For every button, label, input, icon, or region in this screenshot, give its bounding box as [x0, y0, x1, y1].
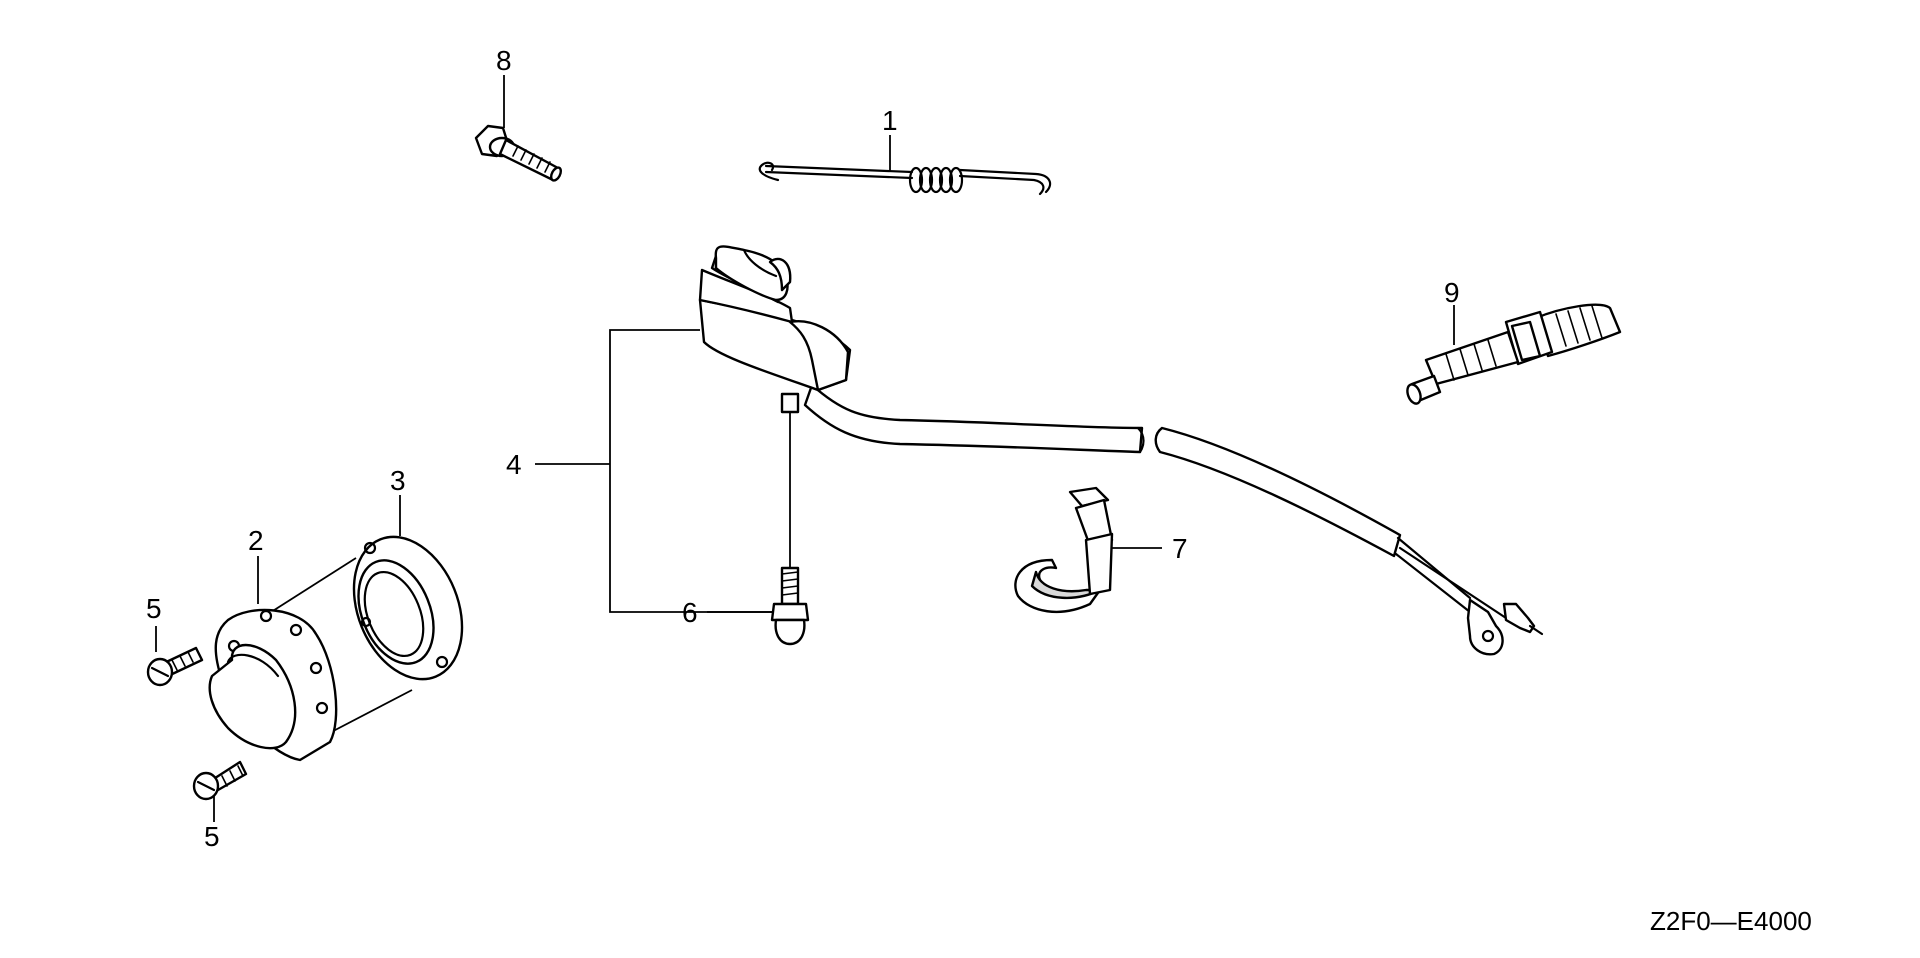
- part-9-sensor: [1406, 303, 1622, 405]
- callout-6: 6: [682, 597, 698, 628]
- part-4-switch-assembly: [535, 245, 1544, 656]
- part-5-screw-a: [146, 626, 204, 687]
- part-1-spring: [758, 135, 1052, 196]
- part-6-screw: [707, 566, 810, 646]
- part-2-cover: [208, 556, 413, 762]
- callout-5a: 5: [146, 593, 162, 624]
- diagram-code: Z2F0—E4000: [1650, 906, 1812, 936]
- part-7-clip: [1014, 486, 1162, 614]
- callout-8: 8: [496, 45, 512, 76]
- callout-1: 1: [882, 105, 898, 136]
- callout-3: 3: [390, 465, 406, 496]
- callout-2: 2: [248, 525, 264, 556]
- callout-4: 4: [506, 449, 522, 480]
- callout-7: 7: [1172, 533, 1188, 564]
- part-3-gasket: [352, 495, 464, 681]
- part-5-screw-b: [192, 760, 248, 822]
- leader-4-bracket: [609, 329, 780, 613]
- part-8-flange-bolt: [474, 75, 563, 182]
- callout-9: 9: [1444, 277, 1460, 308]
- callout-5b: 5: [204, 821, 220, 852]
